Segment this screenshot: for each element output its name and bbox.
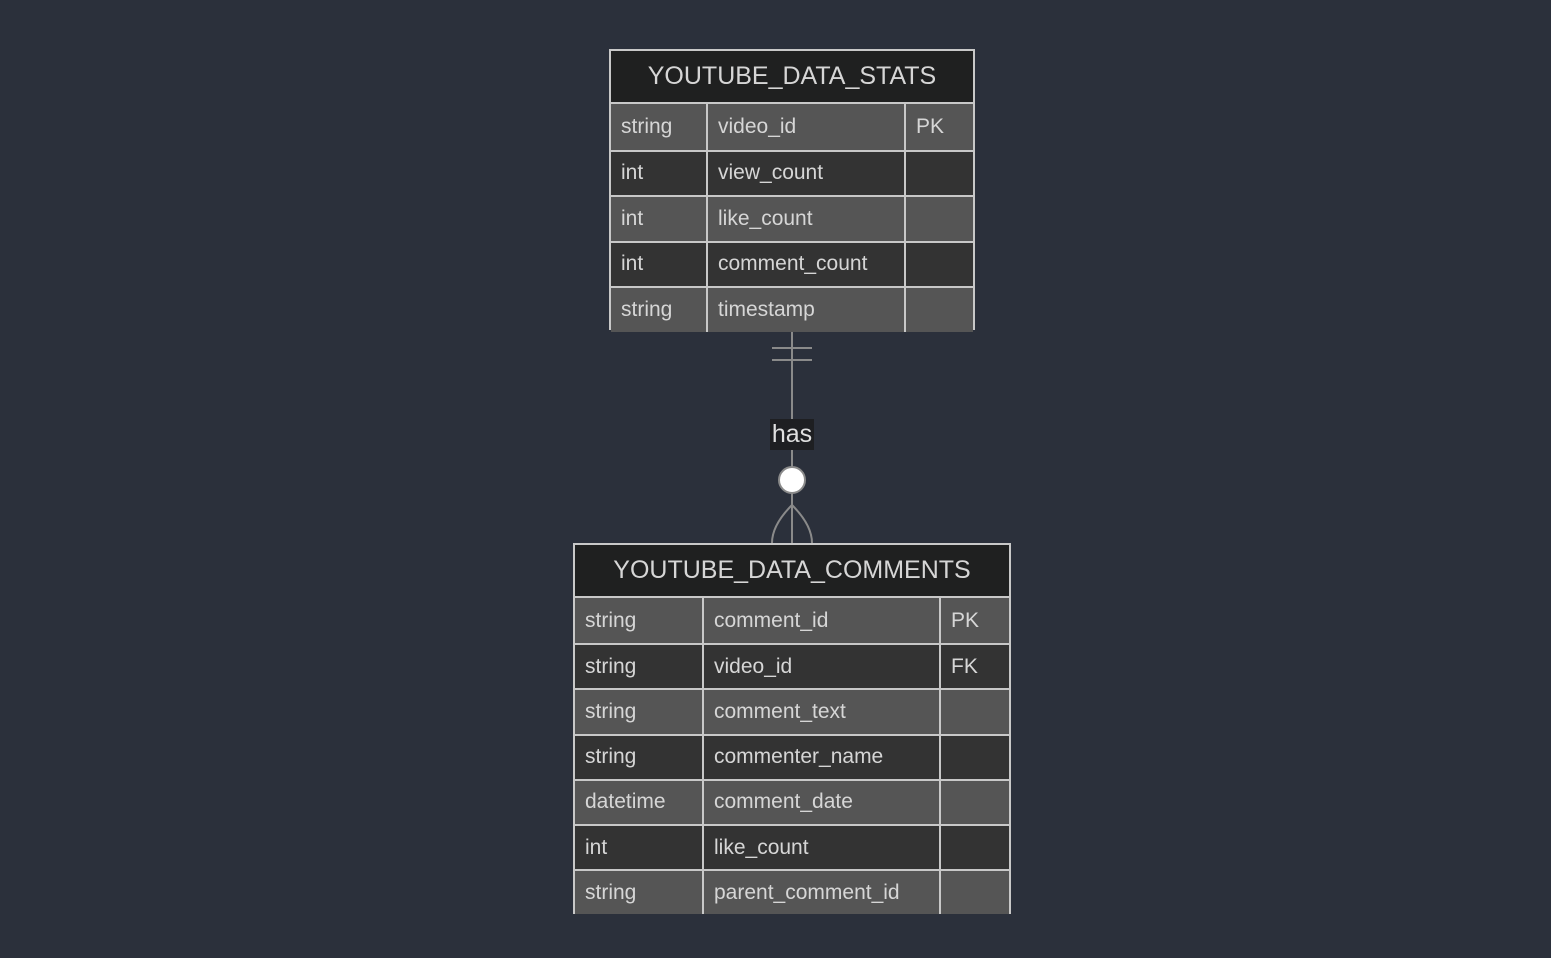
attribute-key: PK	[939, 598, 1009, 644]
entity-title: YOUTUBE_DATA_STATS	[611, 51, 973, 104]
attribute-name: like_count	[702, 825, 939, 870]
attribute-name: timestamp	[706, 288, 904, 332]
attribute-type: string	[585, 699, 637, 723]
many-cardinality-crowfoot-right	[791, 504, 813, 544]
attribute-name: parent_comment_id	[702, 871, 939, 915]
attribute-type: int	[585, 835, 608, 859]
attribute-name: comment_count	[706, 242, 904, 286]
attribute-type: string	[585, 608, 637, 632]
entity-youtube-data-comments[interactable]: YOUTUBE_DATA_COMMENTS string comment_id …	[573, 543, 1011, 915]
attribute-key	[939, 825, 1009, 870]
attribute-key	[939, 735, 1009, 779]
attribute-name: commenter_name	[702, 735, 939, 779]
attribute-name: comment_id	[702, 598, 939, 644]
entity-youtube-data-stats[interactable]: YOUTUBE_DATA_STATS string video_id PK in…	[609, 49, 975, 332]
attribute-row: datetime comment_date	[575, 778, 1009, 824]
attribute-type: int	[621, 252, 644, 276]
relationship-label: has	[770, 419, 814, 450]
attribute-row: int like_count	[611, 195, 973, 241]
attribute-type: string	[621, 297, 673, 321]
attribute-name: like_count	[706, 197, 904, 241]
attribute-key: FK	[939, 645, 1009, 689]
attribute-type: string	[585, 880, 637, 904]
attribute-key	[939, 780, 1009, 824]
attribute-name: video_id	[702, 645, 939, 689]
attribute-row: string commenter_name	[575, 733, 1009, 779]
attribute-type: string	[621, 114, 673, 138]
attribute-key	[939, 690, 1009, 734]
attribute-name: comment_date	[702, 780, 939, 824]
attribute-row: string comment_text	[575, 688, 1009, 734]
attribute-type: datetime	[585, 790, 666, 814]
attribute-row: string comment_id PK	[575, 598, 1009, 644]
attribute-row: int like_count	[575, 823, 1009, 870]
attribute-name: comment_text	[702, 690, 939, 734]
attribute-row: string timestamp	[611, 286, 973, 332]
attribute-key	[904, 242, 973, 286]
zero-cardinality-circle	[778, 466, 806, 494]
attribute-row: string video_id FK	[575, 643, 1009, 689]
attribute-type: int	[621, 206, 644, 230]
attribute-name: view_count	[706, 151, 904, 195]
attribute-row: int view_count	[611, 149, 973, 195]
attribute-key	[904, 288, 973, 332]
entity-title: YOUTUBE_DATA_COMMENTS	[575, 545, 1009, 598]
attribute-key	[939, 871, 1009, 915]
attribute-row: int comment_count	[611, 240, 973, 286]
attribute-key: PK	[904, 104, 973, 150]
attribute-name: video_id	[706, 104, 904, 150]
attribute-type: int	[621, 161, 644, 185]
attribute-key	[904, 151, 973, 195]
attribute-type: string	[585, 745, 637, 769]
attribute-row: string parent_comment_id	[575, 869, 1009, 915]
attribute-key	[904, 197, 973, 241]
attribute-row: string video_id PK	[611, 104, 973, 150]
attribute-type: string	[585, 654, 637, 678]
many-cardinality-crowfoot-left	[771, 504, 793, 544]
